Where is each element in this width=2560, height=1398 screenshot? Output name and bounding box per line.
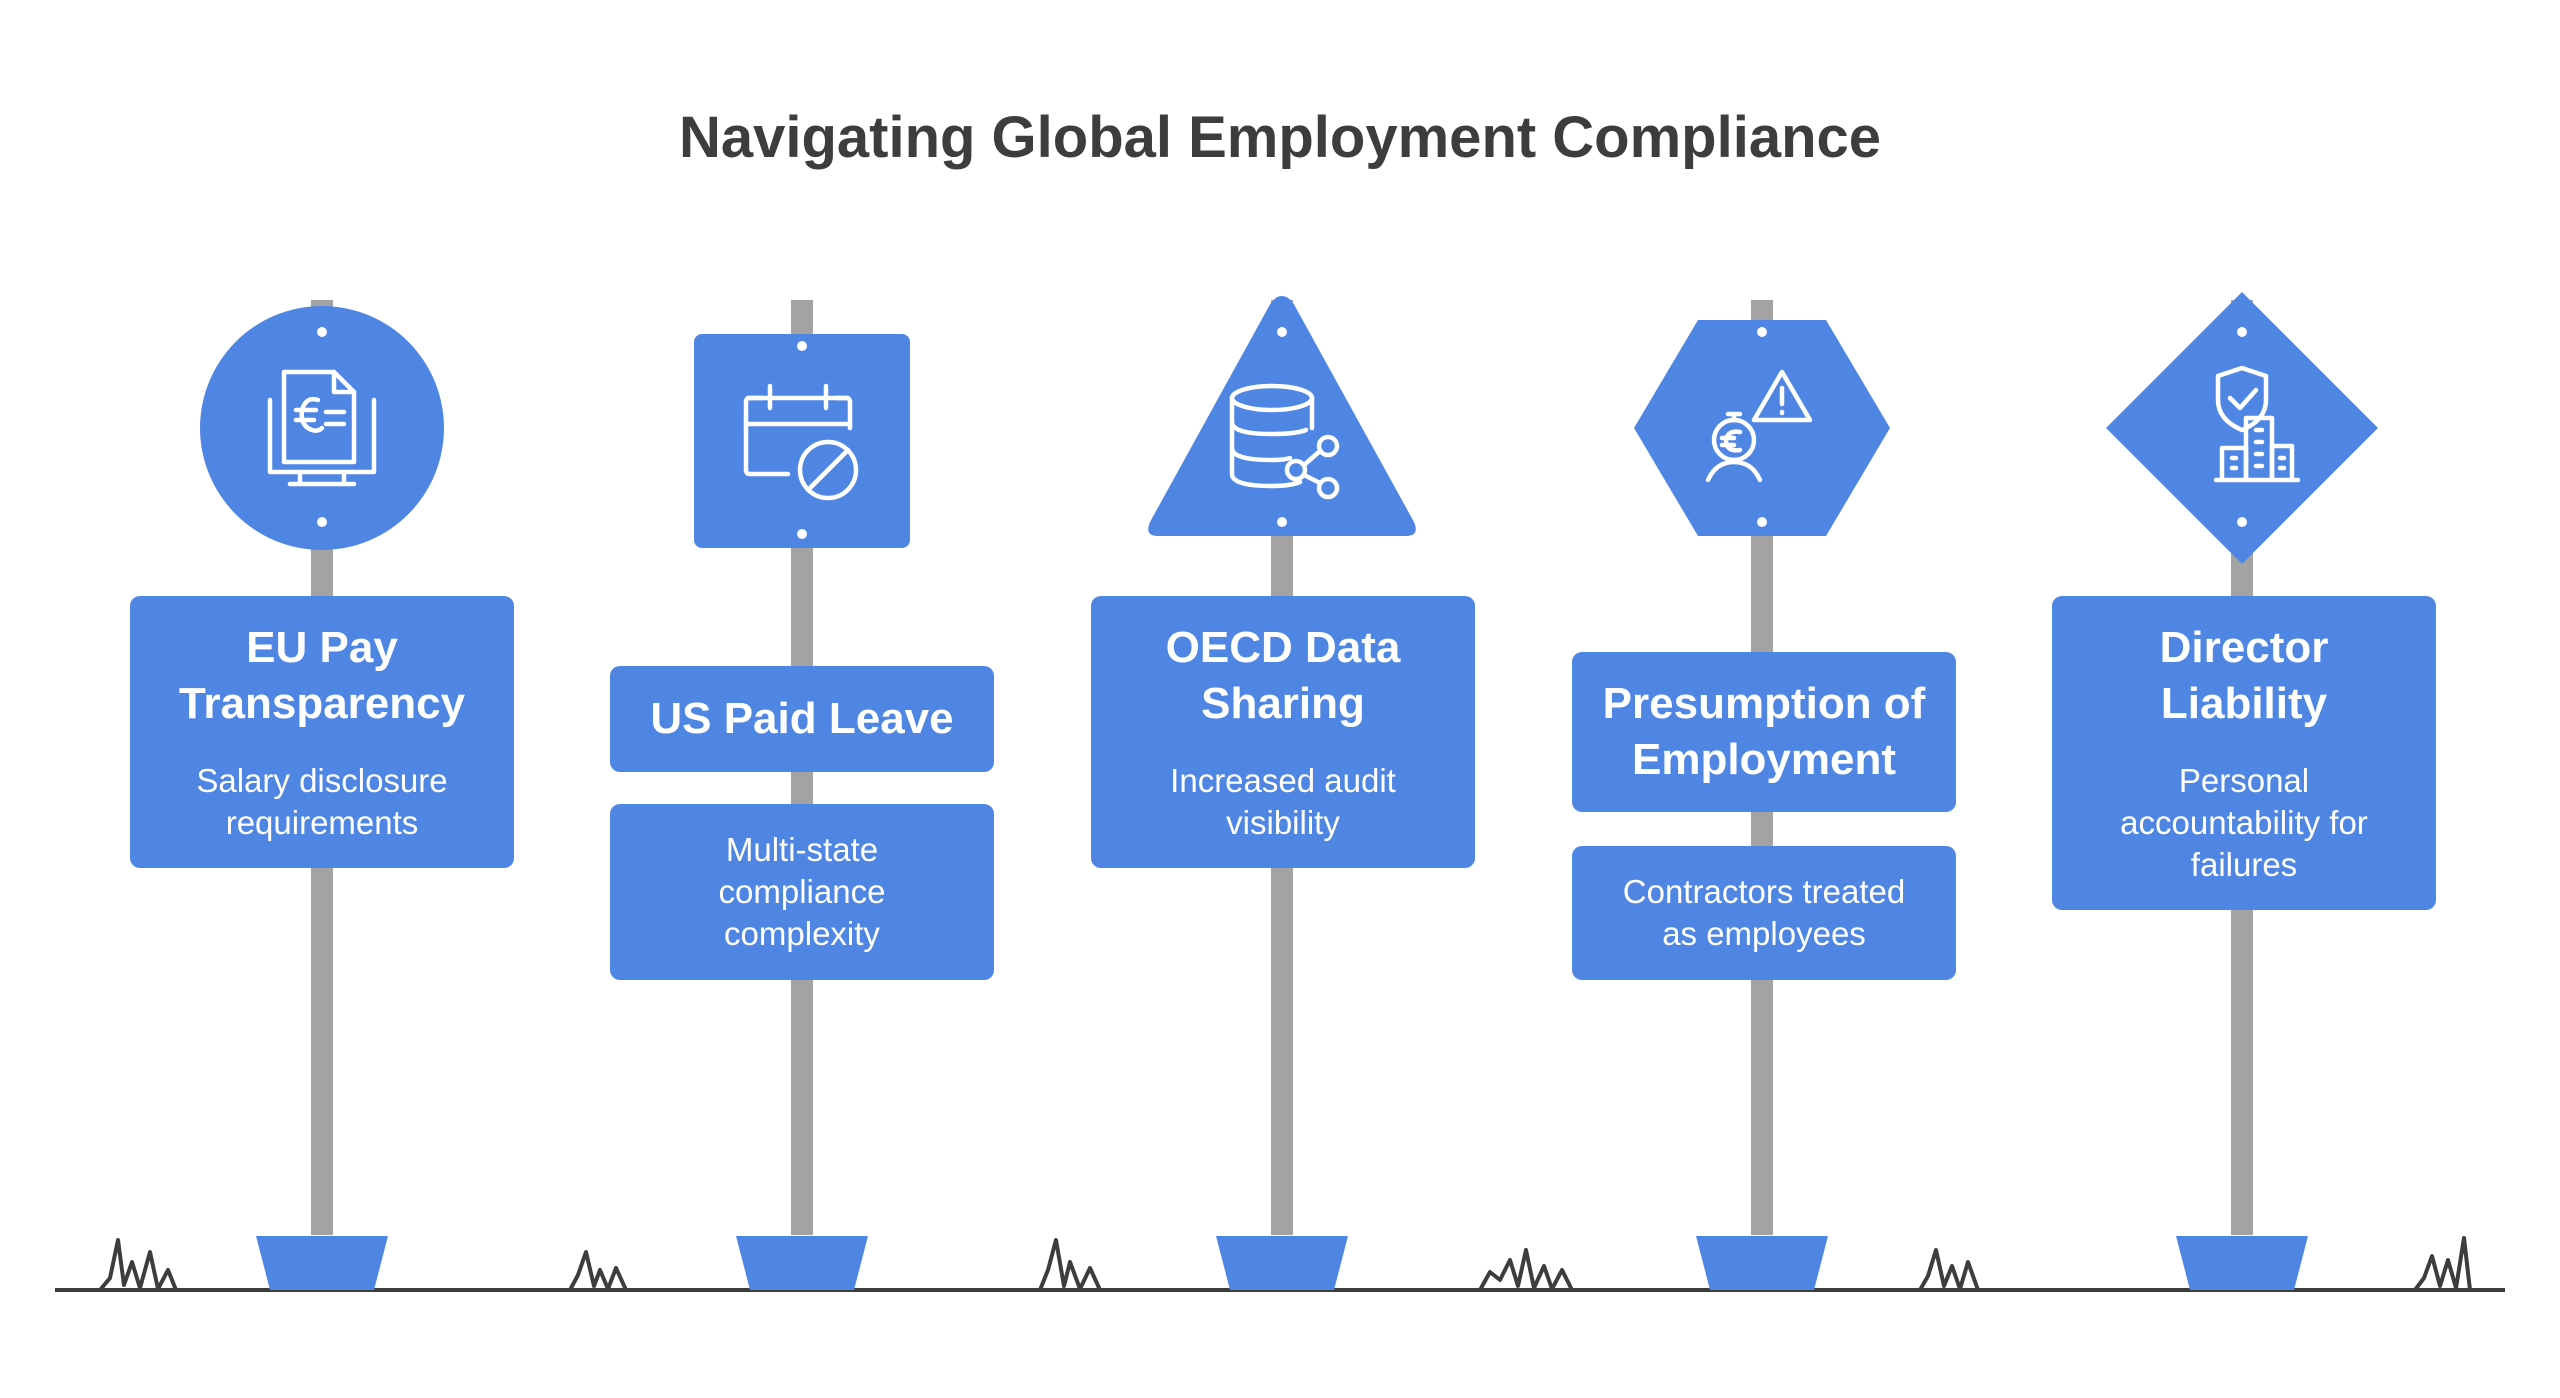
sign-5-base xyxy=(2176,1236,2308,1290)
sign-4-base xyxy=(1696,1236,1828,1290)
screw-dot xyxy=(2236,326,2248,338)
sign-4-heading-panel: Presumption of Employment xyxy=(1572,652,1956,812)
sign-5-heading: Director Liability xyxy=(2159,623,2329,728)
sign-3-base xyxy=(1216,1236,1348,1290)
screw-dot xyxy=(1756,326,1768,338)
sign-3-panel: OECD Data Sharing Increased audit visibi… xyxy=(1091,596,1475,868)
calendar-blocked-icon xyxy=(743,383,859,501)
sign-4-description: Contractors treated as employees xyxy=(1622,873,1906,952)
screw-dot xyxy=(796,528,808,540)
screw-dot xyxy=(1276,326,1288,338)
screw-dot xyxy=(316,326,328,338)
sign-1-base xyxy=(256,1236,388,1290)
sign-2-heading: US Paid Leave xyxy=(650,694,954,743)
page-title: Navigating Global Employment Compliance xyxy=(678,105,1882,170)
grass-tufts xyxy=(98,1236,2472,1292)
euro-invoice-monitor-icon xyxy=(267,369,377,487)
sign-5-panel: Director Liability Personal accountabili… xyxy=(2052,596,2436,910)
sign-2-description: Multi-state compliance complexity xyxy=(718,831,886,952)
screw-dot xyxy=(796,340,808,352)
sign-1-description: Salary disclosure requirements xyxy=(196,762,448,841)
sign-2-description-panel: Multi-state compliance complexity xyxy=(610,804,994,980)
sign-4-hexagon-top xyxy=(1634,320,1890,536)
sign-4-description-panel: Contractors treated as employees xyxy=(1572,846,1956,980)
screw-dot xyxy=(316,516,328,528)
sign-3-triangle-top xyxy=(1148,296,1416,536)
sign-5-description: Personal accountability for failures xyxy=(2120,762,2368,883)
database-share-icon xyxy=(1229,383,1340,500)
screw-dot xyxy=(1276,516,1288,528)
sign-icons xyxy=(267,365,2301,501)
person-warning-icon xyxy=(1705,369,1813,483)
sign-4-heading: Presumption of Employment xyxy=(1602,679,1926,784)
sign-2-heading-panel: US Paid Leave xyxy=(610,666,994,772)
sign-1-panel: EU Pay Transparency Salary disclosure re… xyxy=(130,596,514,868)
screw-dot xyxy=(2236,516,2248,528)
sign-tops xyxy=(200,292,2378,974)
screw-dot xyxy=(1756,516,1768,528)
sign-2-square-top xyxy=(694,334,910,548)
sign-1-heading: EU Pay Transparency xyxy=(178,623,466,728)
sign-3-description: Increased audit visibility xyxy=(1170,762,1396,841)
shield-check-building-icon xyxy=(2213,365,2301,483)
sign-3-heading: OECD Data Sharing xyxy=(1165,623,1401,728)
sign-2-base xyxy=(736,1236,868,1290)
